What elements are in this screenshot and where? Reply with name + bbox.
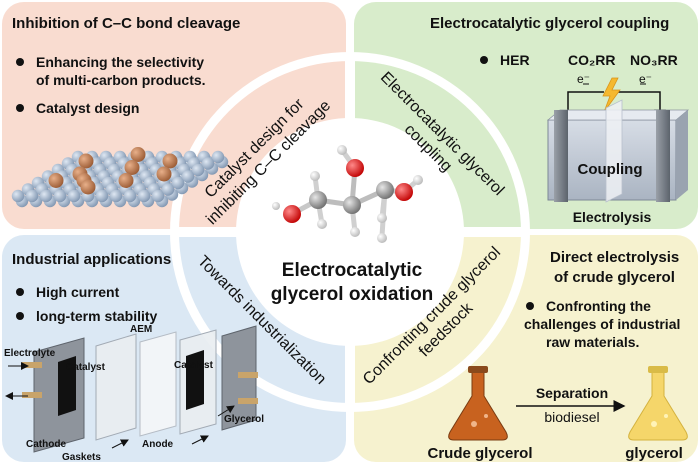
lattice-atom [123,189,137,203]
adsorbed-atom [162,153,178,169]
top-left-title: Inhibition of C–C bond cleavage [12,15,240,32]
lightning-icon [602,77,621,113]
label-anode: Anode [142,439,174,450]
glycerol-caption: glycerol [625,445,683,462]
bottom-right-bullet-line3: raw materials. [546,334,639,350]
adsorbed-atom [80,179,96,195]
label-cathode: Cathode [26,439,66,450]
lattice-atom [137,189,151,203]
lattice-atom [181,170,195,183]
glycerol-molecule-icon [272,145,423,243]
bottom-left-title: Industrial applications [12,251,171,268]
top-left-bullet1-line2: of multi-carbon products. [36,72,206,88]
catalyst-lattice-icon [11,147,229,208]
label-catalyst-right: Catalyst [174,360,214,371]
label-electrolyte: Electrolyte [4,348,56,359]
crude-glycerol-caption: Crude glycerol [427,445,532,462]
flask-glycerol-icon [628,366,688,441]
lattice-atom [109,189,123,203]
lattice-atom [25,189,39,203]
electrolysis-caption: Electrolysis [573,209,652,225]
coupling-label: Coupling [578,161,643,178]
flask-crude-glycerol-icon [448,366,508,441]
lattice-atom [161,183,175,196]
lattice-atom [39,189,53,203]
top-left-bullet1-line1: Enhancing the selectivity [36,54,204,70]
lattice-atom [171,176,185,190]
lattice-atom [67,189,81,203]
arrow-gaskets [111,439,129,449]
label-catalyst-left: Catalyst [66,362,106,373]
bullet-dot [526,302,534,310]
adsorbed-atom [124,160,140,175]
electron-label-right: e⁻ [639,72,652,86]
electrolyzer-stack-icon [22,325,258,453]
center-title-line2: glycerol oxidation [271,284,434,305]
electron-label-left: e⁻ [577,72,590,86]
lattice-atom [151,189,165,203]
lattice-atom [95,189,109,203]
label-glycerol: Glycerol [224,414,264,425]
bullet-dot [480,56,488,64]
top-right-bullet-her: HER [500,52,530,68]
arrow-glycerol [217,405,235,417]
bottom-right-title-line2: of crude glycerol [554,269,675,286]
biodiesel-label: biodiesel [544,409,599,425]
bottom-left-bullet2: long-term stability [36,308,158,324]
center-title-line1: Electrocatalytic [282,260,423,281]
lattice-atom [191,163,205,177]
bottom-right-title-line1: Direct electrolysis [550,249,679,266]
label-gaskets: Gaskets [62,452,101,463]
label-no3rr: NO₃RR [630,52,678,68]
bullet-dot [16,312,24,320]
label-aem: AEM [130,324,152,335]
label-co2rr: CO₂RR [568,52,615,68]
bullet-dot [16,58,24,66]
top-left-bullet2: Catalyst design [36,100,139,116]
separation-label: Separation [536,385,608,401]
lattice-atom [211,150,225,164]
lattice-atom [201,157,215,170]
bullet-dot [16,288,24,296]
bottom-right-bullet-line2: challenges of industrial [524,316,680,332]
top-right-title: Electrocatalytic glycerol coupling [430,15,669,32]
electrolysis-cell-icon [546,77,690,203]
bullet-dot [16,104,24,112]
lattice-atom [11,189,25,203]
adsorbed-atom [118,173,134,188]
adsorbed-atom [130,147,146,162]
lattice-atom [53,189,67,203]
bottom-left-bullet1: High current [36,284,120,300]
adsorbed-atom [78,153,94,169]
adsorbed-atom [48,173,64,188]
bottom-right-bullet-line1: Confronting the [546,298,651,314]
arrow-anode [191,435,209,445]
adsorbed-atom [156,166,172,182]
